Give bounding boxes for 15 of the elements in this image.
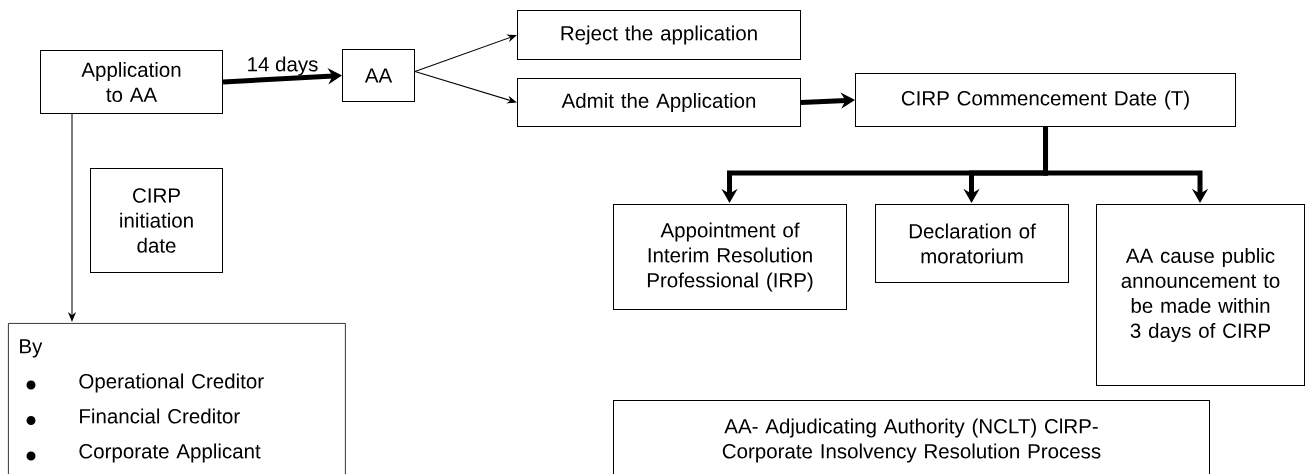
arrow [414,34,517,72]
process-box: Appointment of Interim Resolution Professional (IRP) [613,204,847,310]
process-box: CIRP initiation date [90,168,223,273]
process-box: AA [342,49,415,102]
process-box: Application to AA [40,50,223,114]
arrow [68,313,76,322]
process-box: CIRP Commencement Date (T) [855,73,1236,127]
process-box: Declaration of moratorium [875,204,1069,283]
edge-label: 14 days [248,56,318,76]
process-box: Reject the application [517,10,801,60]
list-box: By Operational Creditor Financial Creditor Corporate Applicant [8,323,346,474]
process-box: AA cause public announcement to be made within 3 days of CIRP [1096,204,1305,386]
process-box: Admit the Application [517,78,801,127]
note-box: AA- Adjudicating Authority (NCLT) ClRP- Corporate Insolvency Resolution Process [613,400,1210,474]
arrow [414,71,517,104]
